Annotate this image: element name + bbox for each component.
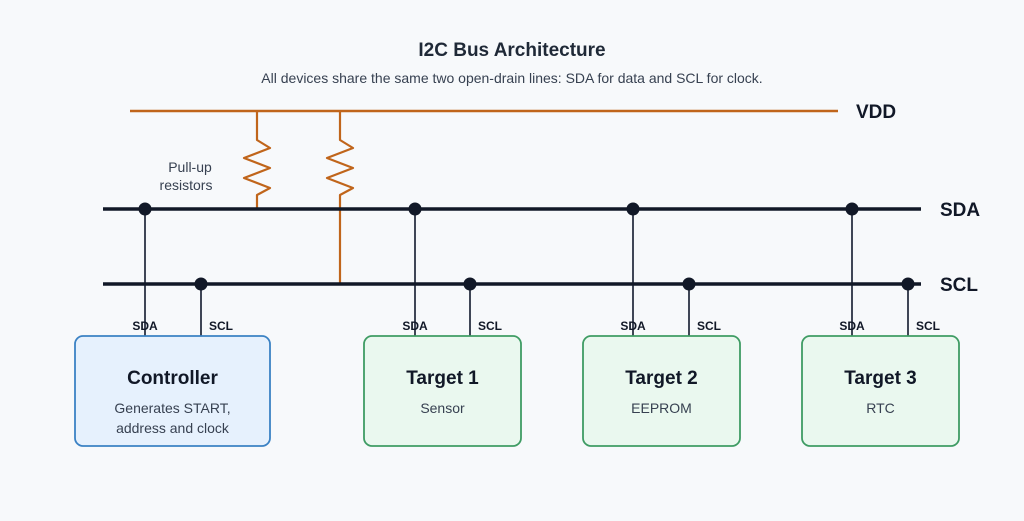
target-1-scl-pin-label: SCL [478,319,502,333]
target-1-sda-pin-label: SDA [402,319,428,333]
target-1-title: Target 1 [406,368,479,389]
sda-label: SDA [940,200,980,221]
pull-up-resistor-sda [242,111,272,209]
target-2-box [582,335,741,447]
target-2-scl-junction [682,277,696,291]
controller-sda-junction [138,202,152,216]
target-2-title: Target 2 [625,368,698,389]
controller-title: Controller [127,368,218,389]
target-3-sda-junction [845,202,859,216]
target-3-scl-pin-label: SCL [916,319,940,333]
device-wires [144,209,909,336]
target-2-sda-junction [626,202,640,216]
bus-junctions [138,202,915,291]
target-3-title: Target 3 [844,368,917,389]
target-3-device: Target 3 RTC [801,335,960,447]
pull-up-resistors [242,111,355,284]
target-2-scl-pin-label: SCL [697,319,721,333]
target-2-device: Target 2 EEPROM [582,335,741,447]
diagram-title: I2C Bus Architecture [418,40,605,61]
target-1-sda-junction [408,202,422,216]
vdd-label: VDD [856,102,896,123]
target-3-sda-pin-label: SDA [839,319,865,333]
target-1-box [363,335,522,447]
scl-label: SCL [940,275,978,296]
pull-up-note-line-1: Pull-up [168,159,212,175]
target-1-description: Sensor [420,400,465,416]
controller-description: address and clock [116,420,230,436]
pull-up-resistor-scl [325,111,355,284]
controller-box [74,335,271,447]
target-2-sda-pin-label: SDA [620,319,646,333]
pull-up-note-line-2: resistors [160,177,213,193]
controller-scl-junction [194,277,208,291]
controller-scl-pin-label: SCL [209,319,233,333]
target-3-box [801,335,960,447]
target-2-description: EEPROM [631,400,692,416]
target-3-description: RTC [866,400,895,416]
diagram-subtitle: All devices share the same two open-drai… [261,70,762,86]
controller-sda-pin-label: SDA [132,319,158,333]
target-3-scl-junction [901,277,915,291]
target-1-scl-junction [463,277,477,291]
target-1-device: Target 1 Sensor [363,335,522,447]
controller-description: Generates START, [114,400,230,416]
